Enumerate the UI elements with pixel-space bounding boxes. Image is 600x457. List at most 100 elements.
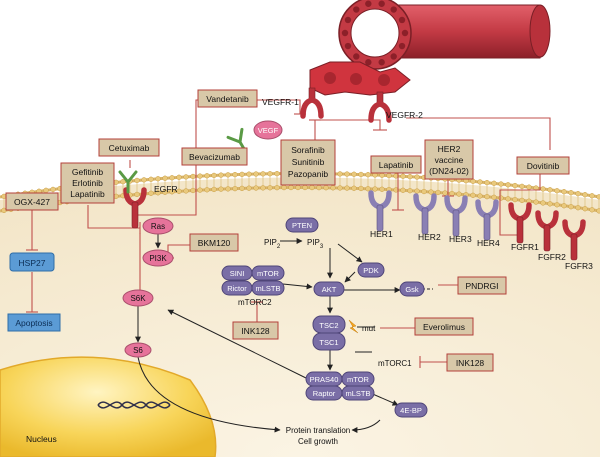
ogx427-box: OGX-427 [5, 192, 59, 211]
membrane-bead [295, 184, 301, 191]
pdk-label: PDK [363, 266, 378, 275]
output-cell-growth: Cell growth [298, 437, 338, 446]
membrane-bead [491, 194, 497, 200]
membrane-bead [540, 200, 546, 206]
membrane-bead [218, 172, 224, 178]
membrane-bead [225, 172, 231, 178]
membrane-bead [351, 171, 357, 177]
endothelial-cell [365, 0, 372, 7]
membrane-bead [519, 197, 525, 204]
mtorc2-complex: SINI mTOR Rictor mLSTB [221, 265, 285, 296]
membrane-bead [239, 185, 245, 192]
mtorc1-label: mTORC1 [378, 359, 412, 368]
membrane-bead [379, 172, 385, 178]
4ebp-label: 4E-BP [400, 406, 422, 415]
tsc1-label: TSC1 [319, 338, 338, 347]
ink128-a-box: INK128 [232, 321, 279, 340]
membrane-bead [246, 185, 252, 191]
her1-receptor [368, 190, 392, 232]
everolimus-label: Everolimus [423, 322, 465, 332]
membrane-bead [183, 188, 189, 194]
vegfr1-label: VEGFR-1 [262, 97, 299, 107]
ink128-b-label: INK128 [456, 358, 485, 368]
membrane-bead [274, 184, 280, 191]
membrane-bead [505, 182, 511, 188]
membrane-bead [477, 193, 483, 199]
bevacizumab-box: Bevacizumab [181, 147, 248, 166]
membrane-bead [281, 184, 287, 191]
raptor-label: Raptor [313, 389, 336, 398]
membrane-bead [400, 173, 406, 179]
fgfr3-receptor [562, 219, 586, 261]
membrane-bead [372, 186, 378, 192]
cetuximab-antibody-icon [118, 170, 138, 194]
gsk: Gsk [399, 281, 425, 297]
tsc2-label: TSC2 [319, 321, 338, 330]
akt-label: AKT [322, 285, 337, 294]
s6k-label: S6K [130, 294, 146, 303]
ras-label: Ras [151, 222, 165, 231]
membrane-bead [218, 186, 224, 192]
s6k: S6K [122, 289, 154, 307]
membrane-bead [148, 176, 154, 182]
membrane-bead [484, 179, 490, 186]
endothelial-cell [341, 29, 349, 37]
apoptosis-box: Apoptosis [7, 313, 61, 332]
pip3-label: PIP3 [307, 238, 324, 250]
membrane-bead [267, 171, 273, 177]
membrane-bead [568, 190, 574, 196]
membrane-bead [589, 193, 595, 199]
membrane-bead [232, 171, 238, 178]
gefitinib-label: Gefitinib [72, 167, 103, 177]
mtor-c2-label: mTOR [257, 269, 280, 278]
endothelial-cell [365, 59, 372, 66]
her2-vaccine-label-2: vaccine [435, 155, 464, 165]
her1-label: HER1 [370, 229, 393, 239]
mtorc2-label: mTORC2 [238, 298, 272, 307]
bkm120-label: BKM120 [198, 238, 231, 248]
pi3k-label: PI3K [149, 254, 167, 263]
fgfr2-receptor [535, 210, 559, 252]
membrane-bead [43, 187, 49, 193]
pathway-arrows [135, 220, 401, 433]
membrane-bead [134, 177, 140, 184]
membrane-bead [204, 173, 210, 179]
hsp27-label: HSP27 [19, 258, 46, 268]
lapatinib-egfr-label: Lapatinib [70, 189, 105, 199]
bevacizumab-label: Bevacizumab [189, 152, 240, 162]
lapatinib-her-box: Lapatinib [370, 155, 422, 174]
mtorc1-complex: PRAS40 mTOR Raptor mLSTB [305, 371, 375, 401]
blood-vessel [309, 0, 551, 96]
membrane-bead [197, 173, 203, 179]
fgfr3-label: FGFR3 [565, 261, 593, 271]
ink128-b-box: INK128 [446, 353, 494, 372]
endothelial-cell [398, 42, 406, 50]
cetuximab-label: Cetuximab [109, 143, 150, 153]
gefitinib-box: Gefitinib Erlotinib Lapatinib [60, 162, 115, 204]
vegf: VEGF [253, 120, 283, 140]
membrane-bead [414, 188, 420, 194]
membrane-bead [232, 185, 238, 192]
her3-receptor [444, 195, 468, 237]
membrane-bead [141, 177, 147, 183]
membrane-bead [246, 171, 252, 177]
membrane-bead [582, 206, 588, 212]
her2-vaccine-label-3: (DN24-02) [429, 166, 469, 176]
membrane-bead [211, 186, 217, 193]
mtor-c1-label: mTOR [347, 375, 370, 384]
erlotinib-label: Erlotinib [72, 178, 103, 188]
membrane-bead [407, 174, 413, 180]
pten-label: PTEN [292, 221, 312, 230]
membrane-bead [197, 187, 203, 193]
endothelial-cell [398, 16, 406, 24]
membrane-bead [442, 190, 448, 196]
membrane-bead [414, 174, 420, 180]
membrane-bead [526, 184, 532, 190]
akt: AKT [313, 281, 345, 297]
membrane-bead [176, 174, 182, 180]
endothelial-cell [401, 29, 409, 37]
membrane-bead [358, 171, 364, 178]
apoptosis-label: Apoptosis [15, 318, 52, 328]
dna-helix-icon [97, 401, 171, 409]
endothelial-cell [390, 53, 397, 60]
